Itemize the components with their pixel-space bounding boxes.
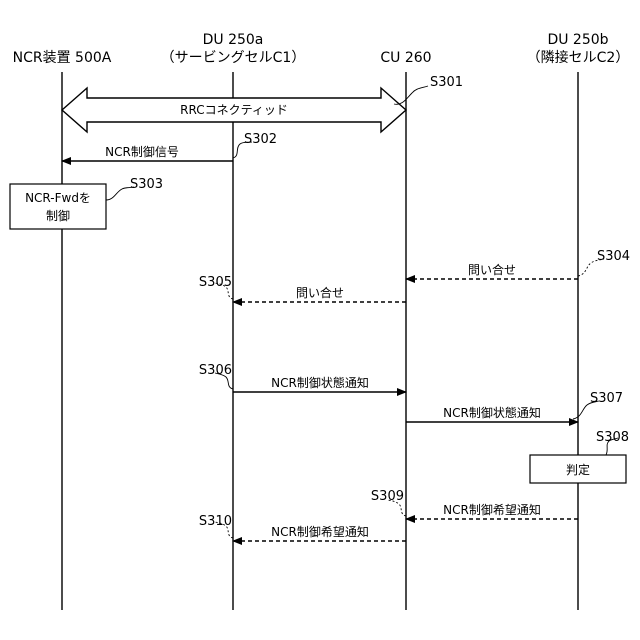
step-label-s306: S306	[199, 363, 232, 378]
step-label-s310: S310	[199, 514, 232, 529]
du-250a-header: DU 250a	[203, 32, 264, 48]
step-label-s301: S301	[430, 75, 463, 90]
cu-260-header: CU 260	[380, 50, 431, 66]
s301-leader	[394, 86, 428, 104]
msg-s309-label: NCR制御希望通知	[443, 502, 541, 517]
step-label-s308-visible: S308	[596, 430, 629, 445]
step-label-s304: S304	[597, 249, 630, 264]
msg-s302-label: NCR制御信号	[105, 144, 179, 159]
msg-s307-label: NCR制御状態通知	[443, 405, 541, 420]
msg-s306-label: NCR制御状態通知	[271, 375, 369, 390]
step-label-s303: S303	[130, 177, 163, 192]
box-s308-label: 判定	[566, 462, 590, 477]
msg-s310-label: NCR制御希望通知	[271, 524, 369, 539]
step-label-s309: S309	[371, 489, 404, 504]
ncr-device-header: NCR装置 500A	[13, 50, 112, 66]
du-250a-subheader: （サービングセルC1）	[161, 50, 306, 66]
step-label-s302: S302	[244, 132, 277, 147]
rrc-connected-label: RRCコネクティッド	[180, 103, 288, 117]
step-label-s307: S307	[590, 391, 623, 406]
du-250b-header: DU 250b	[547, 32, 608, 48]
msg-s305-label: 問い合せ	[296, 285, 344, 300]
du-250b-subheader: （隣接セルC2）	[527, 49, 630, 66]
box-s303-line2: 制御	[46, 208, 70, 223]
msg-s304-label: 問い合せ	[468, 262, 516, 277]
step-label-s305: S305	[199, 275, 232, 290]
box-s303-line1: NCR-Fwdを	[25, 191, 91, 205]
